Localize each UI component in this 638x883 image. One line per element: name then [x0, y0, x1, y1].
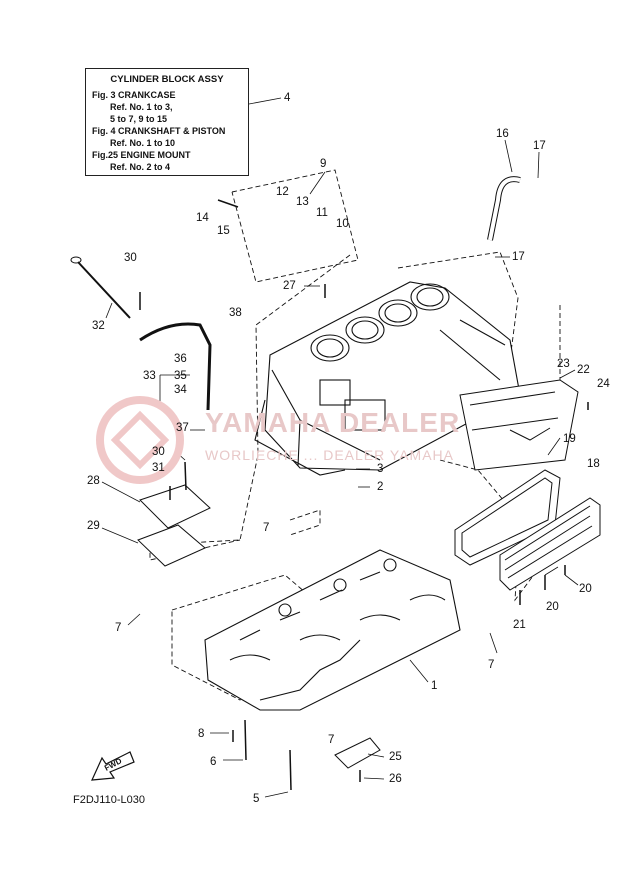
- plate-gasket: [137, 524, 206, 567]
- callout-4: 4: [284, 92, 291, 104]
- callout-7: 7: [263, 522, 270, 534]
- callout-29: 29: [87, 520, 100, 532]
- legend-lines: Fig. 3 CRANKCASE Ref. No. 1 to 3, 5 to 7, …: [92, 89, 242, 173]
- callout-8: 8: [198, 728, 205, 740]
- callout-22: 22: [577, 364, 590, 376]
- callout-37: 37: [176, 422, 189, 434]
- callout-34: 34: [174, 384, 187, 396]
- callout-27: 27: [283, 280, 296, 292]
- callout-7: 7: [328, 734, 335, 746]
- callout-9: 9: [320, 158, 327, 170]
- legend-line: Ref. No. 1 to 3,: [110, 102, 173, 112]
- callout-20: 20: [579, 583, 592, 595]
- forward-arrow-icon: [91, 751, 135, 781]
- legend-title: CYLINDER BLOCK ASSY: [110, 74, 224, 85]
- legend-line: Fig. 3 CRANKCASE: [92, 90, 176, 100]
- oil-pipe: [139, 322, 212, 411]
- callout-16: 16: [496, 128, 509, 140]
- callout-13: 13: [296, 196, 309, 208]
- legend-line: Ref. No. 1 to 10: [110, 138, 176, 148]
- callout-20: 20: [546, 601, 559, 613]
- callout-30: 30: [152, 446, 165, 458]
- callout-7: 7: [488, 659, 495, 671]
- dipstick: [77, 261, 131, 319]
- callout-31: 31: [152, 462, 165, 474]
- plate: [139, 484, 211, 529]
- callout-10: 10: [336, 218, 349, 230]
- callout-17: 17: [533, 140, 546, 152]
- callout-18: 18: [587, 458, 600, 470]
- leader-lines: [101, 97, 579, 798]
- callout-32: 32: [92, 320, 105, 332]
- crankcase: [204, 549, 461, 711]
- callout-23: 23: [557, 358, 570, 370]
- diagram-code: F2DJ110-L030: [73, 794, 145, 806]
- legend-line: Ref. No. 2 to 4: [110, 162, 171, 172]
- exhaust-cover: [459, 379, 579, 471]
- callout-3: 3: [377, 463, 384, 475]
- callout-14: 14: [196, 212, 209, 224]
- callout-2: 2: [377, 481, 384, 493]
- callout-12: 12: [276, 186, 289, 198]
- callout-25: 25: [389, 751, 402, 763]
- callout-11: 11: [316, 207, 328, 219]
- callout-24: 24: [597, 378, 610, 390]
- legend-line: 5 to 7, 9 to 15: [110, 114, 168, 124]
- callout-17: 17: [512, 251, 525, 263]
- legend-box: CYLINDER BLOCK ASSY Fig. 3 CRANKCASE Ref.…: [85, 68, 249, 176]
- callout-5: 5: [253, 793, 260, 805]
- legend-line: Fig.25 ENGINE MOUNT: [92, 150, 191, 160]
- callout-28: 28: [87, 475, 100, 487]
- callout-1: 1: [431, 680, 438, 692]
- callout-36: 36: [174, 353, 187, 365]
- callout-33: 33: [143, 370, 156, 382]
- engine-mount: [334, 737, 381, 769]
- cylinder-block: [254, 281, 521, 476]
- bolts: [139, 199, 589, 791]
- callout-26: 26: [389, 773, 402, 785]
- side-cover: [499, 497, 601, 591]
- callout-21: 21: [513, 619, 526, 631]
- callout-7: 7: [115, 622, 122, 634]
- legend-line: Fig. 4 CRANKSHAFT & PISTON: [92, 126, 226, 136]
- callout-30: 30: [124, 252, 137, 264]
- callout-15: 15: [217, 225, 230, 237]
- callout-38: 38: [229, 307, 242, 319]
- callout-19: 19: [563, 433, 576, 445]
- callout-35: 35: [174, 370, 187, 382]
- callout-6: 6: [210, 756, 217, 768]
